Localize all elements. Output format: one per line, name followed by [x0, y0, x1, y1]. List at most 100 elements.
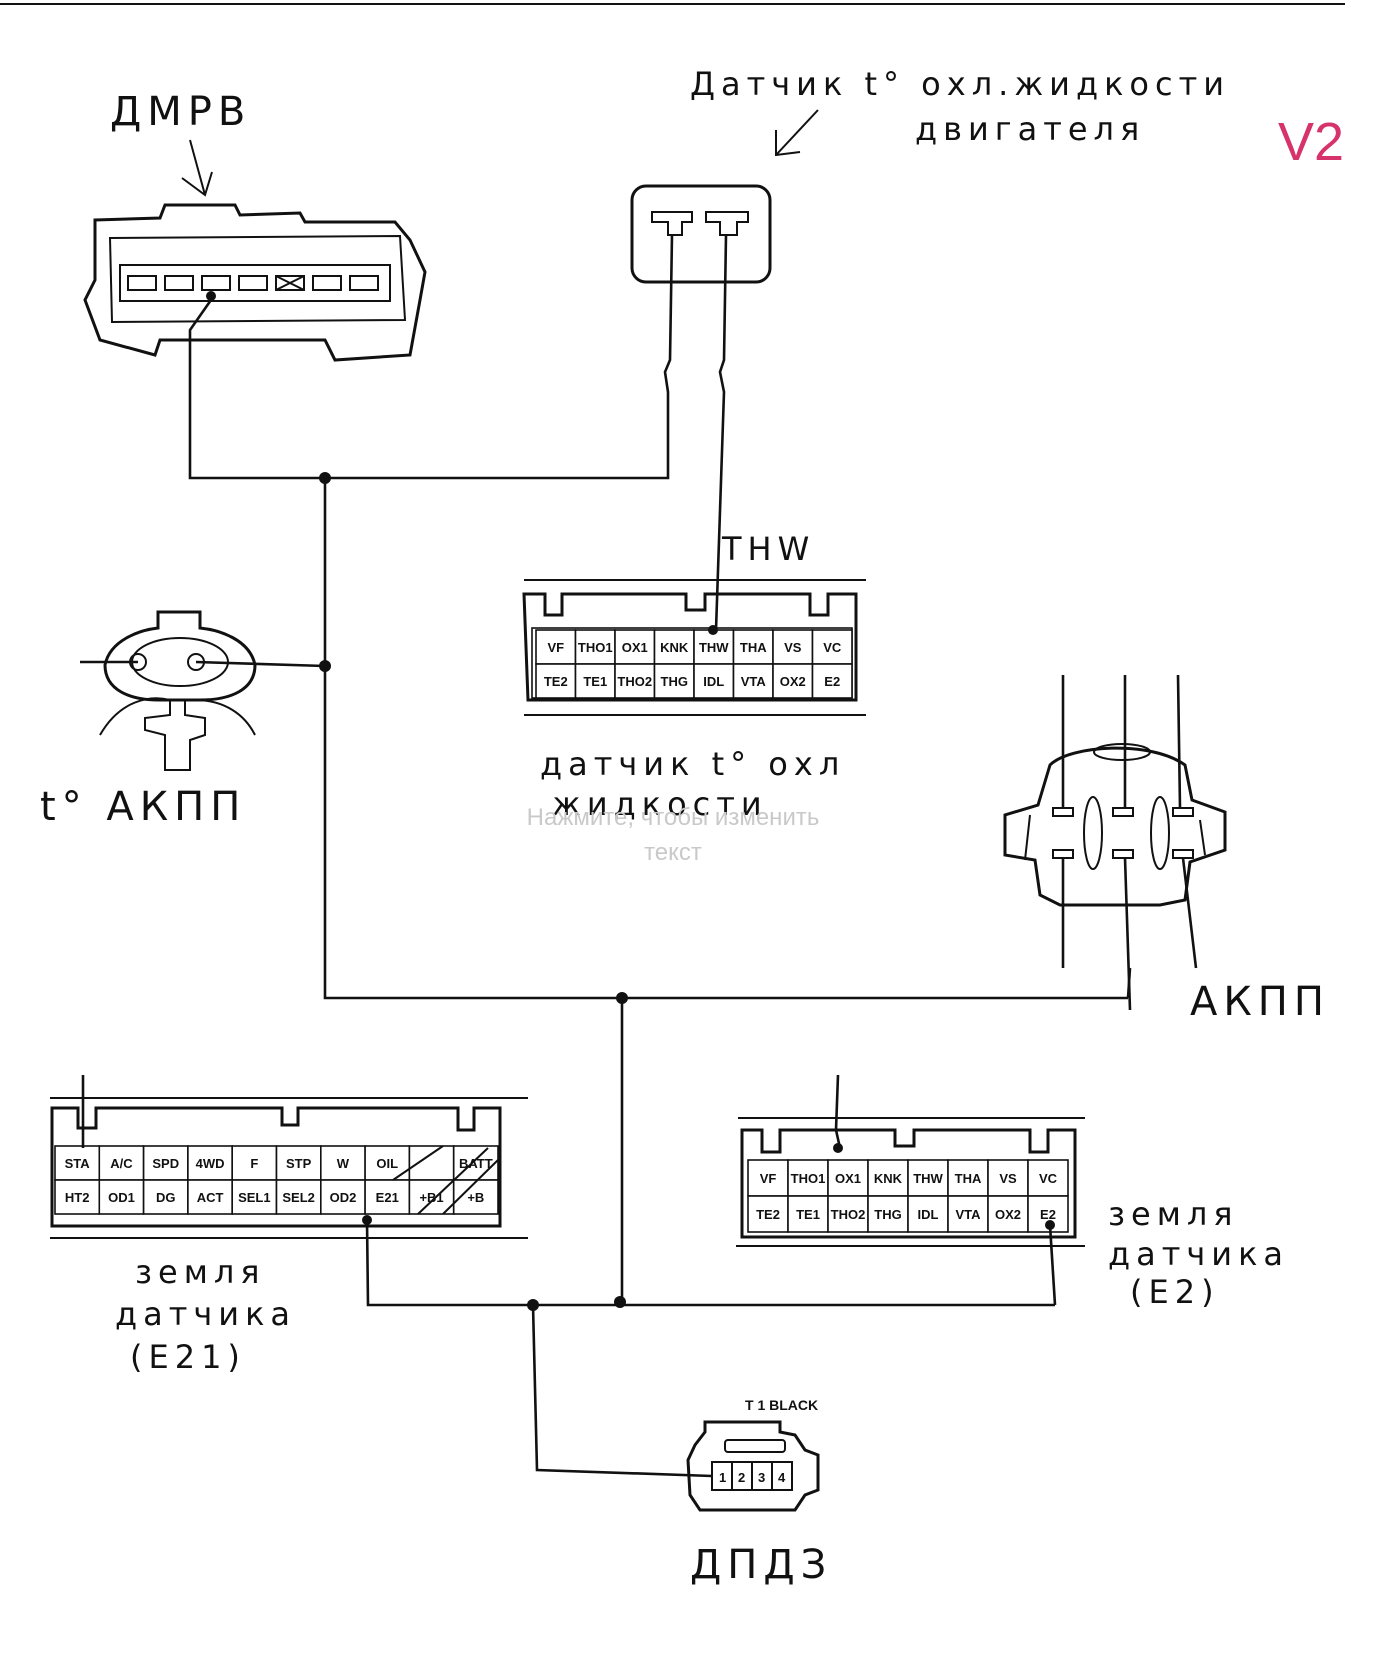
coolant-sensor-body — [630, 184, 772, 284]
left-connector-cell — [231, 1179, 278, 1215]
right-connector-cell — [867, 1159, 909, 1197]
left-connector-cell — [319, 1179, 366, 1215]
right-connector-pin-vf: VF — [760, 1171, 777, 1186]
right-connector-cell — [867, 1195, 909, 1233]
top-connector-pin-te1: TE1 — [583, 674, 607, 689]
right-connector-pin-e2: E2 — [1040, 1207, 1056, 1222]
coolant-sensor: Датчик t° охл.жидкости двигателя — [630, 65, 1224, 284]
edit-text-placeholder-line2[interactable]: текст — [644, 839, 702, 866]
left-connector-pin-ac: A/C — [110, 1156, 133, 1171]
transmission-temp-label: t° АКПП — [40, 784, 246, 830]
left-connector-cell — [275, 1145, 322, 1181]
left-connector-pin-b: +B — [467, 1190, 484, 1205]
top-connector-pin-knk: KNK — [660, 640, 689, 655]
right-connector-pin-tha: THA — [955, 1171, 982, 1186]
maf-arrow — [181, 139, 213, 197]
left-connector-pin-sel1: SEL1 — [238, 1190, 271, 1205]
right-connector-pin-vta: VTA — [955, 1207, 981, 1222]
top-connector-pin-tha: THA — [740, 640, 767, 655]
ground-e2-label-line1: земля — [1108, 1195, 1239, 1233]
left-connector-pin-stp: STP — [286, 1156, 312, 1171]
tps-pin-3: 3 — [758, 1470, 765, 1485]
maf-sensor: ДМРВ — [83, 89, 427, 362]
top-connector-pin-tho2: THO2 — [617, 674, 652, 689]
top-connector-cell — [811, 663, 853, 699]
top-connector-cell — [693, 663, 735, 699]
left-connector-cell — [408, 1179, 455, 1215]
right-connector-pin-te2: TE2 — [756, 1207, 780, 1222]
ground-e2-label-line2: датчика — [1108, 1235, 1289, 1273]
ecu-coolant-label-line1: датчик t° охл — [540, 745, 845, 783]
right-connector-pin-ox1: OX1 — [835, 1171, 861, 1186]
tps-pins: 1 2 3 4 — [719, 1462, 786, 1490]
transmission-label: АКПП — [1190, 979, 1330, 1025]
transmission-temp-sensor: t° АКПП — [40, 610, 257, 830]
right-connector-cell — [787, 1195, 829, 1233]
maf-connector-inner — [108, 234, 407, 324]
version-badge: V2 — [1278, 112, 1344, 172]
right-connector-cell — [987, 1159, 1029, 1197]
left-connector-hatch — [392, 1145, 499, 1215]
right-connector-pin-knk: KNK — [874, 1171, 903, 1186]
tps-connector-caption: T 1 BLACK — [745, 1397, 818, 1413]
top-connector-pin-vta: VTA — [741, 674, 767, 689]
left-connector-pin-ht2: HT2 — [65, 1190, 90, 1205]
maf-pins — [127, 275, 379, 291]
right-connector-pin-tho1: THO1 — [791, 1171, 826, 1186]
left-connector-pin-od1: OD1 — [108, 1190, 135, 1205]
top-connector-pin-vf: VF — [547, 640, 564, 655]
top-connector-pin-ox2: OX2 — [780, 674, 806, 689]
tps-pin-2: 2 — [738, 1470, 745, 1485]
top-connector-cell — [811, 629, 853, 665]
coolant-sensor-arrow — [775, 109, 819, 157]
tps-label: ДПДЗ — [690, 1542, 832, 1588]
right-connector-pin-ox2: OX2 — [995, 1207, 1021, 1222]
top-connector-pin-thg: THG — [661, 674, 688, 689]
left-connector-cell — [187, 1179, 233, 1215]
top-connector-pin-vc: VC — [823, 640, 842, 655]
right-connector-pin-vc: VC — [1039, 1171, 1058, 1186]
maf-label: ДМРВ — [110, 89, 251, 135]
top-connector-pin-e2: E2 — [824, 674, 840, 689]
left-connector-cell — [98, 1179, 145, 1215]
right-connector-cell — [747, 1195, 789, 1233]
left-connector-pin-od2: OD2 — [330, 1190, 357, 1205]
top-connector-cell — [732, 629, 774, 665]
ecu-coolant-label-line2: жидкости — [552, 785, 768, 823]
right-connector-cell — [987, 1195, 1029, 1233]
right-connector-pin-idl: IDL — [918, 1207, 939, 1222]
left-connector-pin-dg: DG — [156, 1190, 176, 1205]
coolant-sensor-label-line2: двигателя — [915, 110, 1145, 148]
maf-pin-strip — [119, 264, 391, 302]
left-connector-cell — [408, 1145, 455, 1181]
left-connector-pin-spd: SPD — [152, 1156, 179, 1171]
left-connector-pin-f: F — [250, 1156, 258, 1171]
right-connector-cell — [1027, 1195, 1069, 1233]
tps-pin-1: 1 — [719, 1470, 726, 1485]
top-connector-pin-vs: VS — [784, 640, 802, 655]
top-connector-pin-te2: TE2 — [544, 674, 568, 689]
ground-e21-label-line1: земля — [135, 1253, 266, 1291]
ecu-connector-right — [736, 1117, 1085, 1247]
transmission-connector: АКПП — [1003, 674, 1330, 1025]
right-connector-cell — [827, 1195, 869, 1233]
top-connector-pin-ox1: OX1 — [622, 640, 648, 655]
right-connector-pin-vs: VS — [999, 1171, 1017, 1186]
maf-connector-outline — [83, 203, 427, 362]
edit-text-placeholder-line1[interactable]: Нажмите, чтобы изменить — [527, 804, 820, 831]
top-connector-cell — [732, 663, 774, 699]
top-connector-cell — [772, 663, 814, 699]
top-connector-cell — [653, 663, 695, 699]
top-connector-cell — [614, 663, 656, 699]
right-connector-cell — [947, 1159, 989, 1197]
top-connector-pin-idl: IDL — [703, 674, 724, 689]
ecu-connector-left — [50, 1097, 528, 1239]
left-connector-pin-oil: OIL — [376, 1156, 398, 1171]
right-connector-pin-tho2: THO2 — [831, 1207, 866, 1222]
right-connector-pin-thw: THW — [913, 1171, 943, 1186]
left-connector-pin-b1: +B1 — [419, 1190, 443, 1205]
ground-e21-label-line3: (E21) — [130, 1338, 246, 1376]
right-connector-pin-te1: TE1 — [796, 1207, 820, 1222]
